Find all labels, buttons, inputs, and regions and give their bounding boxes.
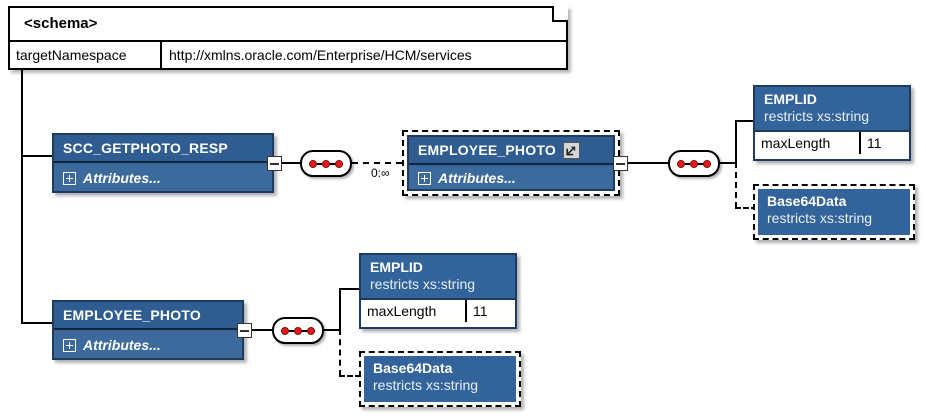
node-title-employee-photo-ref: EMPLOYEE_PHOTO: [418, 142, 556, 158]
sequence-icon-2[interactable]: [668, 150, 720, 177]
schema-title: <schema>: [24, 15, 98, 32]
attributes-label-scc-getphoto-resp: Attributes...: [83, 170, 161, 186]
node-title-employee-photo-global: EMPLOYEE_PHOTO: [63, 307, 201, 323]
facet-name-emplid-bottom: maxLength: [361, 300, 467, 322]
minus-icon-scc-getphoto-resp[interactable]: [267, 156, 282, 171]
type-restricts-emplid-top: restricts xs:string: [764, 108, 870, 124]
facet-row-emplid-top: maxLength 11: [755, 130, 909, 154]
connector-employee-photo-global-to-sequence: [251, 329, 272, 331]
plus-icon[interactable]: [63, 338, 76, 352]
branch-riser-base64data-top: [735, 162, 737, 208]
type-header-base64data-bottom: Base64Data restricts xs:string: [364, 356, 516, 402]
sequence-icon-1[interactable]: [300, 150, 352, 177]
branch-line-to-employee-photo-global: [21, 322, 53, 324]
schema-attribute-name: targetNamespace: [10, 42, 162, 68]
type-header-emplid-bottom: EMPLID restricts xs:string: [361, 255, 515, 298]
node-header-scc-getphoto-resp: SCC_GETPHOTO_RESP: [54, 135, 272, 163]
minus-icon-employee-photo-global[interactable]: [237, 323, 252, 338]
branch-line-to-base64data-bottom: [339, 375, 361, 377]
facet-value-emplid-top: 11: [867, 135, 882, 151]
facet-value-emplid-bottom: 11: [473, 303, 488, 319]
node-employee-photo-global[interactable]: EMPLOYEE_PHOTO Attributes...: [52, 300, 244, 360]
schema-trunk-line: [21, 70, 23, 324]
type-restricts-base64data-bottom: restricts xs:string: [373, 377, 479, 393]
schema-attribute-value: http://xmlns.oracle.com/Enterprise/HCM/s…: [169, 47, 472, 63]
type-header-emplid-top: EMPLID restricts xs:string: [755, 87, 909, 130]
sequence-dot: [309, 159, 317, 168]
sequence-dot: [335, 159, 343, 168]
connector-scc-to-sequence: [281, 162, 300, 164]
page-fold-border: [552, 6, 568, 22]
type-name-base64data-top: Base64Data: [767, 193, 847, 209]
facet-row-emplid-bottom: maxLength 11: [361, 298, 515, 322]
sequence-dot: [677, 159, 685, 168]
attributes-label-employee-photo-global: Attributes...: [83, 337, 161, 353]
node-emplid-bottom[interactable]: EMPLID restricts xs:string maxLength 11: [359, 253, 517, 329]
branch-riser-base64data-bottom: [339, 329, 341, 376]
plus-icon[interactable]: [63, 171, 76, 185]
type-name-base64data-bottom: Base64Data: [373, 360, 453, 376]
type-restricts-emplid-bottom: restricts xs:string: [370, 276, 476, 292]
node-base64data-bottom[interactable]: Base64Data restricts xs:string: [359, 351, 521, 407]
attributes-label-employee-photo-ref: Attributes...: [438, 170, 516, 186]
node-header-employee-photo-global: EMPLOYEE_PHOTO: [54, 302, 242, 330]
node-scc-getphoto-resp[interactable]: SCC_GETPHOTO_RESP Attributes...: [52, 133, 274, 193]
type-restricts-base64data-top: restricts xs:string: [767, 210, 873, 226]
branch-riser-emplid-bottom: [339, 288, 341, 331]
type-name-emplid-bottom: EMPLID: [370, 259, 423, 275]
branch-line-to-base64data-top: [735, 207, 757, 209]
facet-name-emplid-top: maxLength: [755, 132, 861, 154]
plus-icon[interactable]: [418, 171, 431, 185]
sequence-dot: [281, 326, 289, 335]
node-title-scc-getphoto-resp: SCC_GETPHOTO_RESP: [63, 140, 228, 156]
connector-employee-photo-to-sequence: [627, 162, 668, 164]
sequence-dot: [690, 159, 698, 168]
minus-icon-employee-photo-ref[interactable]: [613, 156, 628, 171]
node-emplid-top[interactable]: EMPLID restricts xs:string maxLength 11: [753, 85, 911, 161]
schema-attribute-row: targetNamespace http://xmlns.oracle.com/…: [10, 42, 566, 68]
sequence-icon-3[interactable]: [272, 317, 324, 344]
branch-stem-bottom: [324, 329, 341, 331]
schema-box[interactable]: <schema> targetNamespace http://xmlns.or…: [8, 6, 568, 70]
sequence-dot: [322, 159, 330, 168]
schema-divider: [10, 40, 566, 42]
branch-line-to-scc-getphoto-resp: [21, 155, 53, 157]
node-body-employee-photo-global: Attributes...: [54, 332, 242, 358]
node-header-employee-photo-ref: EMPLOYEE_PHOTO: [409, 137, 613, 165]
branch-riser-emplid-top: [735, 120, 737, 164]
sequence-dot: [307, 326, 315, 335]
branch-line-to-emplid-top: [735, 120, 755, 122]
node-employee-photo-ref[interactable]: EMPLOYEE_PHOTO Attributes...: [402, 130, 620, 196]
node-body-scc-getphoto-resp: Attributes...: [54, 165, 272, 191]
type-header-base64data-top: Base64Data restricts xs:string: [758, 189, 910, 235]
branch-stem-top: [720, 162, 737, 164]
node-inner-employee-photo-ref: EMPLOYEE_PHOTO Attributes...: [407, 135, 615, 191]
sequence-dot: [703, 159, 711, 168]
sequence-dot: [294, 326, 302, 335]
branch-line-to-emplid-bottom: [339, 288, 361, 290]
external-link-icon[interactable]: [562, 141, 580, 159]
cardinality-label-employee-photo: 0:∞: [371, 166, 390, 180]
type-name-emplid-top: EMPLID: [764, 91, 817, 107]
node-base64data-top[interactable]: Base64Data restricts xs:string: [753, 184, 915, 240]
node-body-employee-photo-ref: Attributes...: [409, 167, 613, 189]
connector-sequence-to-employee-photo: [352, 162, 402, 164]
